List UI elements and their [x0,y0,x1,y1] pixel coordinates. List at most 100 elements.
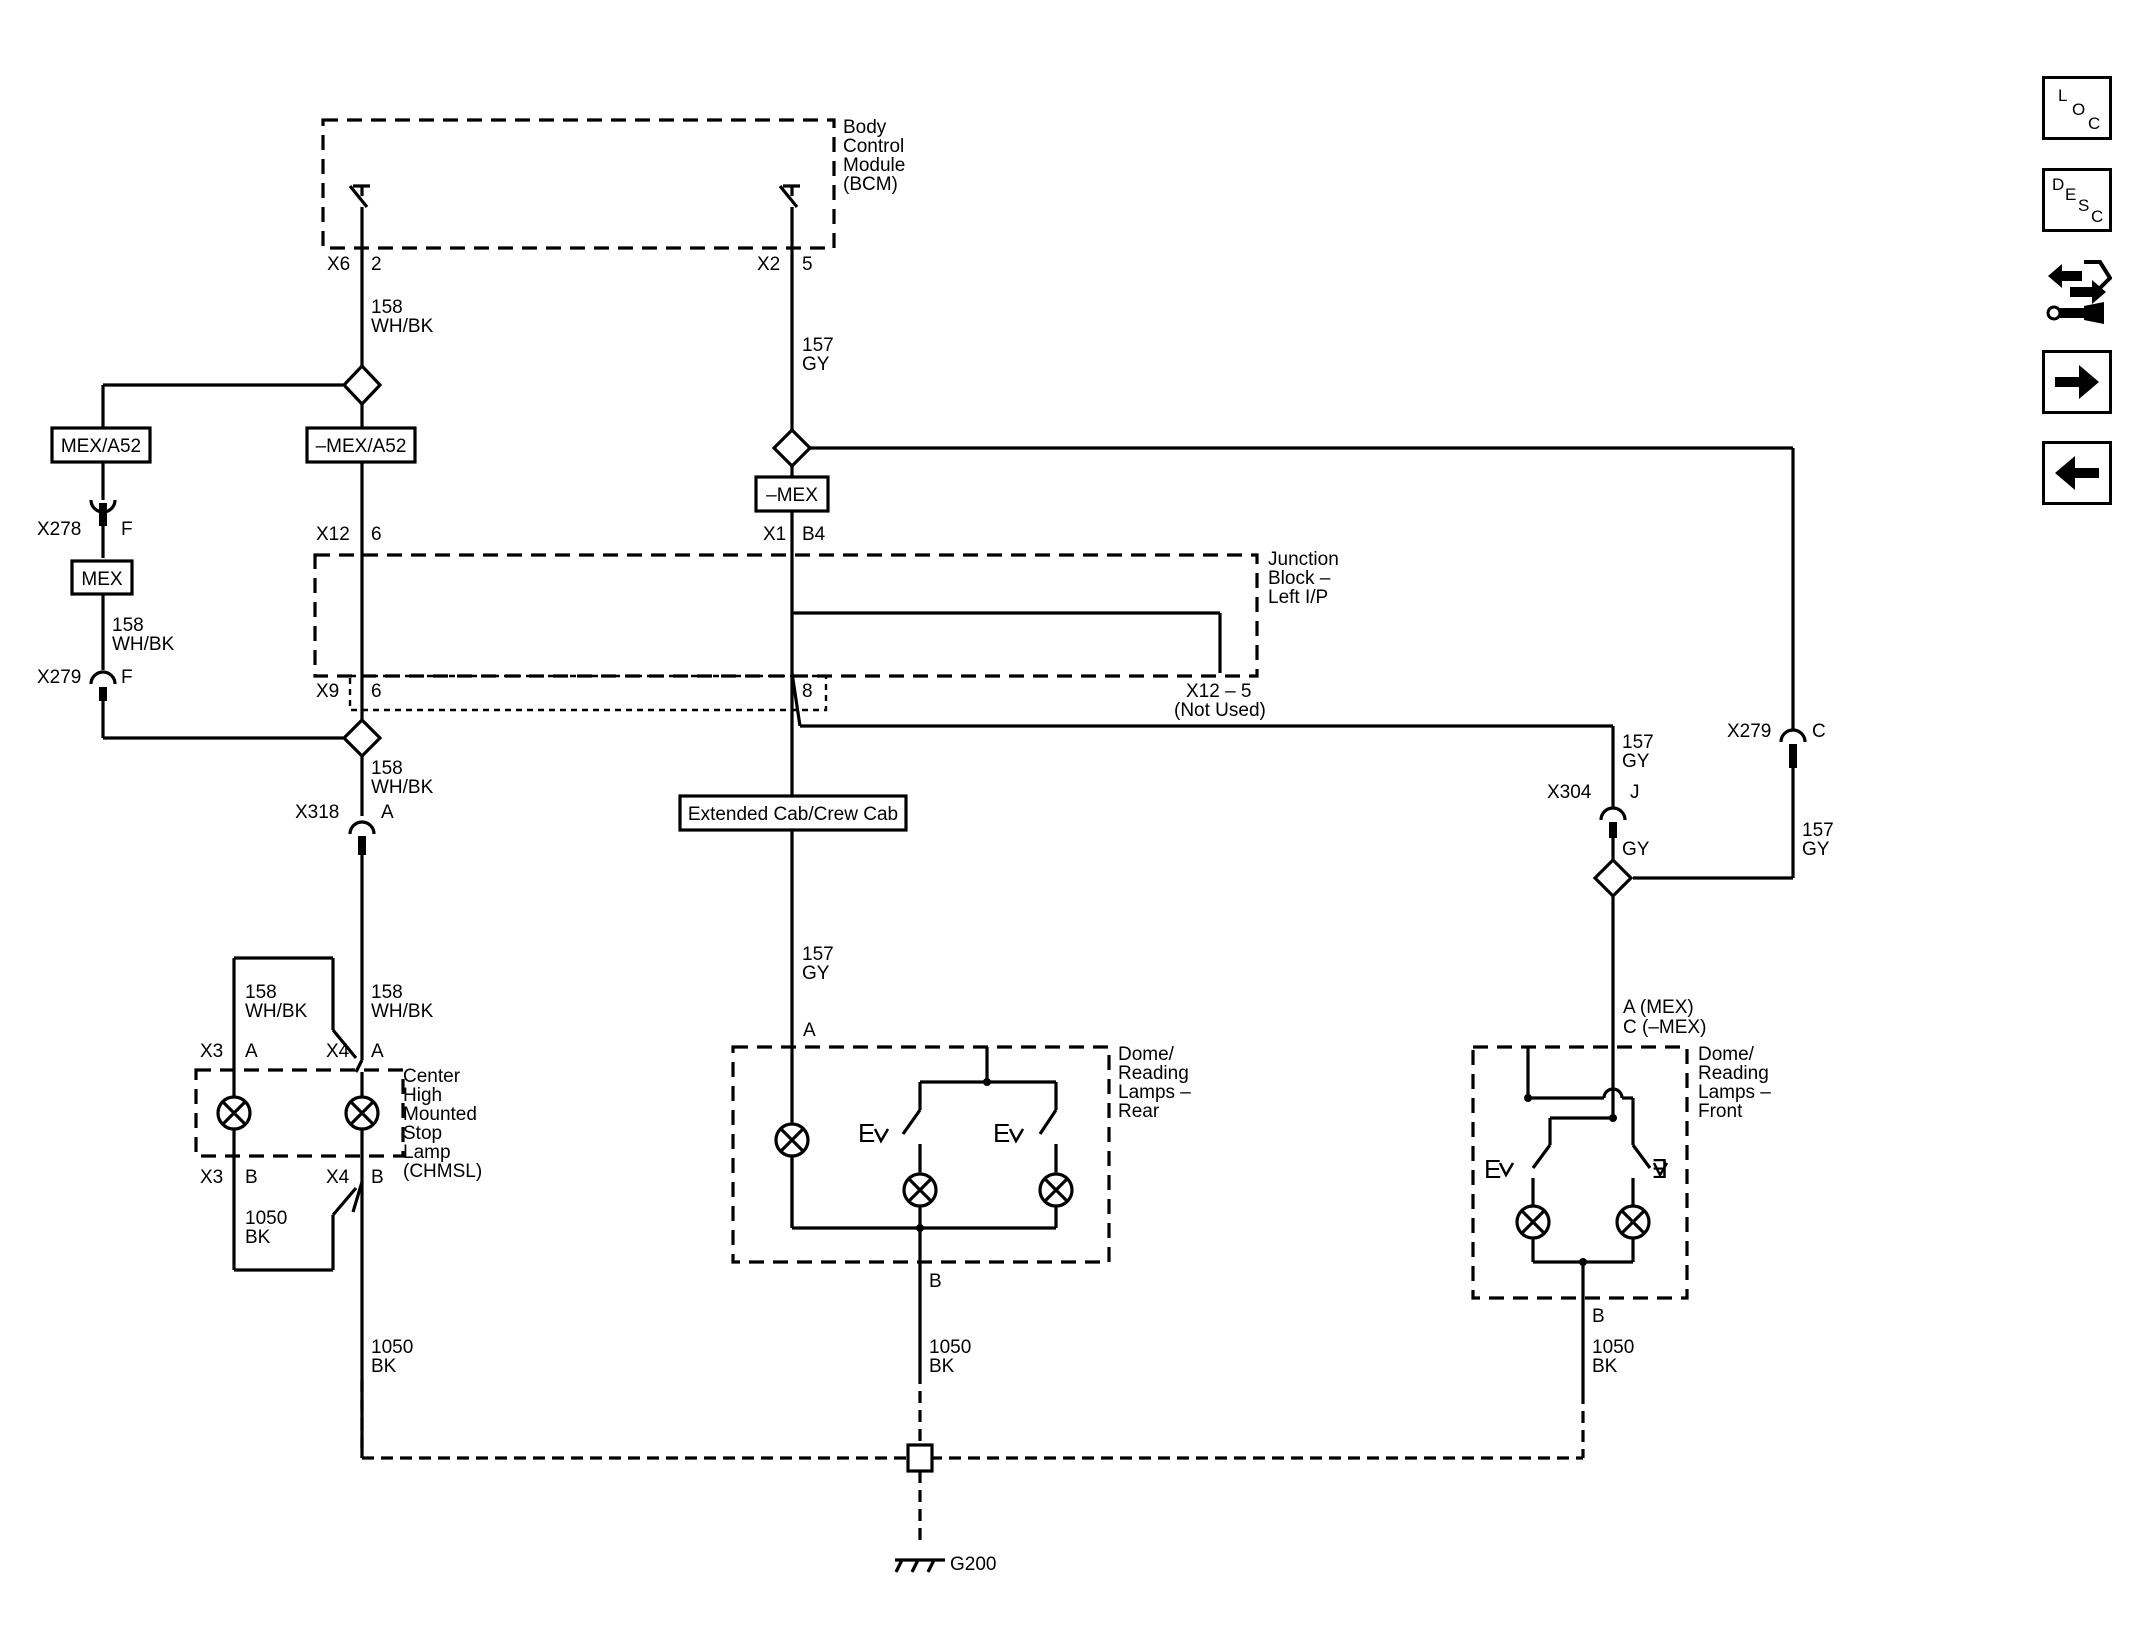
option-label-mex-a52: MEX/A52 [61,436,141,457]
wire-labels: 158 WH/BK 157 GY 158 WH/BK 158 WH/BK 158… [112,297,1834,1377]
chmsl-label-4: Stop [403,1123,442,1144]
label-x304: X304 [1547,782,1592,803]
splice-158-upper [341,363,383,407]
wire-label-158-e: 158 [371,982,403,1003]
connector-info-button[interactable] [2042,254,2112,328]
label-x3-top: X3 [200,1041,223,1062]
label-front-b: B [1592,1306,1605,1327]
splice-157-front [1592,857,1634,899]
bcm-label-3: Module [843,155,905,176]
dome-rear-lamps: E E Dome/ Reading Lamps – Rear [731,1044,1191,1372]
door-switch-icon-front-2: ∃ [1651,1154,1667,1184]
wire-label-158-d: 158 [245,982,277,1003]
inline-connectors [89,499,1807,855]
label-front-c: C (–MEX) [1623,1017,1706,1038]
wire-label-158-b: 158 [112,615,144,636]
option-label-mex: MEX [81,569,123,590]
connector-x318 [348,820,376,835]
label-x2-pin: 5 [802,254,813,275]
chmsl-label-1: Center [403,1066,461,1087]
desc-letter-e: E [2065,185,2076,204]
label-x3-top-pin: A [245,1041,258,1062]
prev-page-button[interactable] [2042,441,2112,505]
wire-color-1050-b: BK [371,1356,397,1377]
label-x279-right-pin: C [1812,721,1826,742]
loc-button[interactable]: L O C [2042,76,2112,140]
dome-rear-label-4: Rear [1118,1101,1160,1122]
dome-rear-label-2: Reading [1118,1063,1189,1084]
wire-label-1050-c: 1050 [929,1337,971,1358]
label-x1: X1 [763,524,786,545]
label-x279-left-pin: F [121,667,133,688]
connector-x279-right [1779,728,1807,743]
label-front-a: A (MEX) [1623,997,1694,1018]
label-x278-pin: F [121,519,133,540]
option-box-ext-cab: Extended Cab/Crew Cab [678,794,908,832]
label-x9-pin: 6 [371,681,382,702]
option-label-ext-cab: Extended Cab/Crew Cab [688,804,898,825]
wire-color-157-c: GY [1622,751,1650,772]
connector-x279-left [89,670,117,685]
dome-rear-label-3: Lamps – [1118,1082,1191,1103]
bcm-label-4: (BCM) [843,174,898,195]
label-x279-left: X279 [37,667,81,688]
junction-label-1: Junction [1268,549,1339,570]
dome-rear-label-1: Dome/ [1118,1044,1175,1065]
wire-label-157-c: 157 [1622,732,1654,753]
arrow-left-icon [2055,456,2099,490]
door-switch-icon-rear-1: E [858,1118,875,1148]
splice-158-lower [341,717,383,759]
wire-color-1050-a: BK [245,1227,271,1248]
label-x2: X2 [757,254,780,275]
label-x318-pin: A [381,802,394,823]
label-x304-pin: J [1630,782,1640,803]
wire-color-1050-c: BK [929,1356,955,1377]
chmsl-label-6: (CHMSL) [403,1161,482,1182]
junction-label-2: Block – [1268,568,1331,589]
ground-splice [906,1443,934,1473]
loc-letter-o: O [2072,100,2085,119]
splice-157-upper [771,427,813,469]
bcm-label-1: Body [843,117,887,138]
wire-label-1050-d: 1050 [1592,1337,1634,1358]
desc-icon: D E S C [2052,175,2103,226]
label-x1-pin: B4 [802,524,826,545]
wire-label-157-a: 157 [802,335,834,356]
option-box-not-mex: –MEX [754,475,830,513]
wire-label-157-d: 157 [1802,820,1834,841]
wire-color-158-d: WH/BK [245,1001,308,1022]
desc-button[interactable]: D E S C [2042,168,2112,232]
desc-letter-d: D [2052,175,2064,194]
label-x3-bot: X3 [200,1167,223,1188]
connector-labels: X6 2 X2 5 X278 F X279 F X12 6 X9 6 X1 B4… [37,254,1826,1327]
wire-color-157-b: GY [802,963,830,984]
wire-color-1050-d: BK [1592,1356,1618,1377]
label-x318: X318 [295,802,339,823]
wire-color-157-a: GY [802,354,830,375]
wire-label-158-c: 158 [371,758,403,779]
chmsl-label-3: Mounted [403,1104,477,1125]
label-x279-right: X279 [1727,721,1771,742]
ground-label: G200 [950,1554,996,1575]
label-x6-pin: 2 [371,254,382,275]
label-x12: X12 [316,524,350,545]
label-not-used: (Not Used) [1174,700,1266,721]
wire-color-158-b: WH/BK [112,634,175,655]
label-x4-top: X4 [326,1041,350,1062]
label-pin-8: 8 [802,681,813,702]
bcm-label-2: Control [843,136,904,157]
dome-front-lamps: E ∃ Dome/ Reading Lamps – Front [1471,1044,1771,1392]
label-x3-bot-pin: B [245,1167,258,1188]
label-x12-pin: 6 [371,524,382,545]
loc-letter-c: C [2088,114,2100,133]
wire-color-gy: GY [1622,839,1650,860]
label-rear-b: B [929,1271,942,1292]
chmsl-label-5: Lamp [403,1142,451,1163]
wire-color-157-d: GY [1802,839,1830,860]
junction-block: Junction Block – Left I/P [313,549,1339,712]
label-rear-a: A [803,1020,816,1041]
chmsl-lamp: Center High Mounted Stop Lamp (CHMSL) [194,1066,482,1182]
next-page-button[interactable] [2042,350,2112,414]
label-x12-5: X12 – 5 [1186,681,1252,702]
option-box-mex: MEX [70,559,134,596]
